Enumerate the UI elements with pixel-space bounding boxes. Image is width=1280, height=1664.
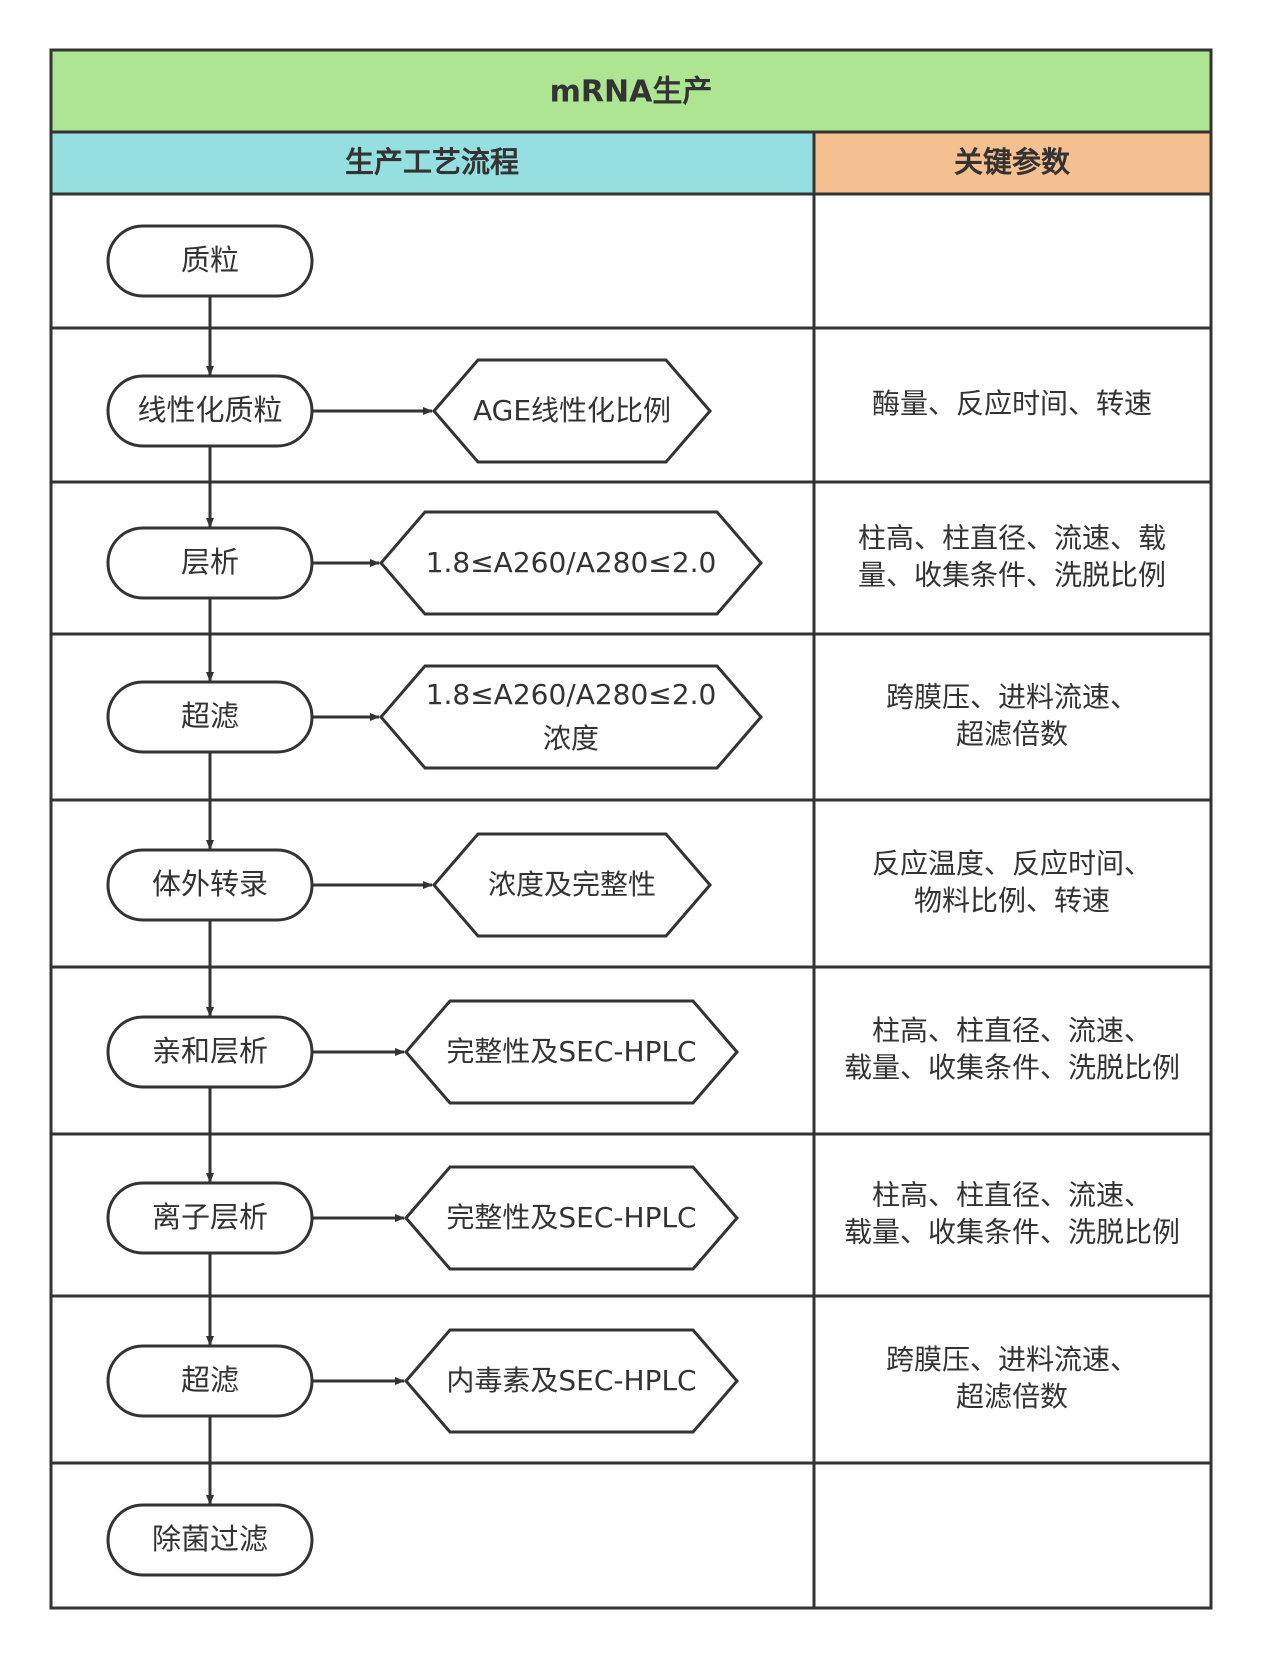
quality-check-hexagon bbox=[379, 510, 763, 616]
key-parameter-text: 超滤倍数 bbox=[956, 718, 1068, 751]
process-step-node bbox=[106, 1503, 314, 1577]
key-parameter-text: 跨膜压、进料流速、 bbox=[886, 681, 1138, 714]
key-parameter-text: 柱高、柱直径、流速、 bbox=[872, 1014, 1152, 1047]
process-step-label: 线性化质粒 bbox=[137, 393, 282, 427]
quality-check-hexagon bbox=[432, 358, 712, 464]
process-step-label: 体外转录 bbox=[152, 867, 268, 901]
process-row: 体外转录 浓度及完整性 反应温度、反应时间、物料比例、转速 bbox=[106, 832, 1152, 938]
key-parameter-text: 跨膜压、进料流速、 bbox=[886, 1343, 1138, 1376]
key-parameter-text: 反应温度、反应时间、 bbox=[872, 847, 1152, 880]
process-step-label: 亲和层析 bbox=[152, 1034, 268, 1068]
process-step-label: 超滤 bbox=[181, 699, 239, 733]
key-parameter-text: 物料比例、转速 bbox=[914, 884, 1110, 917]
process-step-label: 质粒 bbox=[181, 243, 239, 277]
process-step-label: 除菌过滤 bbox=[152, 1522, 268, 1556]
process-row: 层析 1.8≤A260/A280≤2.0 柱高、柱直径、流速、载量、收集条件、洗脱比… bbox=[106, 510, 1166, 616]
process-step-label: 层析 bbox=[181, 545, 239, 579]
quality-check-label: 内毒素及SEC-HPLC bbox=[446, 1364, 696, 1397]
process-row: 超滤 内毒素及SEC-HPLC 跨膜压、进料流速、超滤倍数 bbox=[106, 1328, 1138, 1434]
quality-check-hexagon bbox=[379, 664, 763, 770]
process-row: 质粒 bbox=[106, 224, 314, 298]
key-parameter-text: 柱高、柱直径、流速、 bbox=[872, 1179, 1152, 1212]
quality-check-label: 完整性及SEC-HPLC bbox=[446, 1035, 696, 1068]
process-row: 离子层析 完整性及SEC-HPLC 柱高、柱直径、流速、载量、收集条件、洗脱比例 bbox=[106, 1165, 1180, 1271]
process-step-label: 离子层析 bbox=[152, 1200, 268, 1234]
process-row: 亲和层析 完整性及SEC-HPLC 柱高、柱直径、流速、载量、收集条件、洗脱比例 bbox=[106, 999, 1180, 1105]
quality-check-label: 1.8≤A260/A280≤2.0 bbox=[426, 546, 717, 579]
process-row: 线性化质粒 AGE线性化比例 酶量、反应时间、转速 bbox=[106, 358, 1152, 464]
quality-check-label: 完整性及SEC-HPLC bbox=[446, 1201, 696, 1234]
key-parameter-text: 载量、收集条件、洗脱比例 bbox=[844, 1216, 1180, 1249]
key-parameter-text: 柱高、柱直径、流速、载 bbox=[858, 522, 1166, 555]
process-row: 超滤 1.8≤A260/A280≤2.0 浓度 跨膜压、进料流速、超滤倍数 bbox=[106, 664, 1138, 770]
table-body bbox=[49, 192, 1213, 1610]
key-parameter-text: 载量、收集条件、洗脱比例 bbox=[844, 1051, 1180, 1084]
title-bar bbox=[49, 48, 1213, 134]
quality-check-label: AGE线性化比例 bbox=[473, 394, 671, 427]
quality-check-label: 浓度 bbox=[543, 722, 599, 755]
quality-check-hexagon bbox=[432, 832, 712, 938]
quality-check-hexagon bbox=[404, 1328, 739, 1434]
process-column-header bbox=[49, 130, 816, 196]
diagram-title: mRNA生产 bbox=[550, 75, 713, 110]
key-parameter-text: 超滤倍数 bbox=[956, 1380, 1068, 1413]
quality-check-hexagon bbox=[404, 999, 739, 1105]
process-row: 除菌过滤 bbox=[106, 1503, 314, 1577]
process-step-node bbox=[106, 224, 314, 298]
quality-check-hexagon bbox=[404, 1165, 739, 1271]
key-parameter-text: 酶量、反应时间、转速 bbox=[872, 387, 1152, 420]
key-parameter-text: 量、收集条件、洗脱比例 bbox=[858, 559, 1166, 592]
quality-check-label: 1.8≤A260/A280≤2.0 bbox=[426, 678, 717, 711]
quality-check-label: 浓度及完整性 bbox=[488, 868, 656, 901]
process-column-header-label: 生产工艺流程 bbox=[345, 145, 519, 179]
params-column-header-label: 关键参数 bbox=[954, 145, 1071, 179]
process-step-label: 超滤 bbox=[181, 1363, 239, 1397]
